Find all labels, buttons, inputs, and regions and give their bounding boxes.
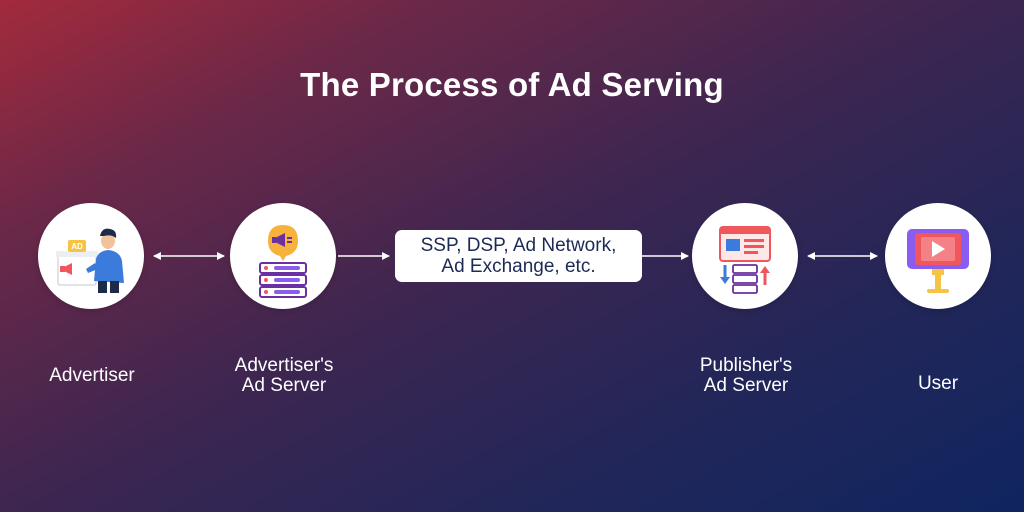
video-player-icon bbox=[907, 229, 969, 293]
advertiser-label: Advertiser bbox=[49, 365, 135, 386]
browser-server-icon bbox=[719, 226, 771, 294]
publisher-ad-server-node bbox=[692, 203, 798, 309]
advertiser-ad-server-label: Advertiser's Ad Server bbox=[234, 355, 334, 396]
ad-exchange-line-2: Ad Exchange, etc. bbox=[441, 256, 596, 277]
advertiser-ad-server-node bbox=[230, 203, 336, 309]
svg-text:AD: AD bbox=[71, 242, 83, 251]
user-label: User bbox=[917, 373, 959, 394]
user-node bbox=[885, 203, 991, 309]
advertiser-node: AD bbox=[38, 203, 144, 309]
ad-exchange-line-1: SSP, DSP, Ad Network, bbox=[420, 235, 617, 256]
diagram-title: The Process of Ad Serving bbox=[300, 66, 724, 103]
megaphone-server-icon bbox=[259, 225, 307, 298]
ad-exchange-box: SSP, DSP, Ad Network, Ad Exchange, etc. bbox=[395, 230, 642, 282]
advertiser-person-icon: AD bbox=[56, 228, 124, 293]
publisher-ad-server-label: Publisher's Ad Server bbox=[699, 355, 793, 396]
